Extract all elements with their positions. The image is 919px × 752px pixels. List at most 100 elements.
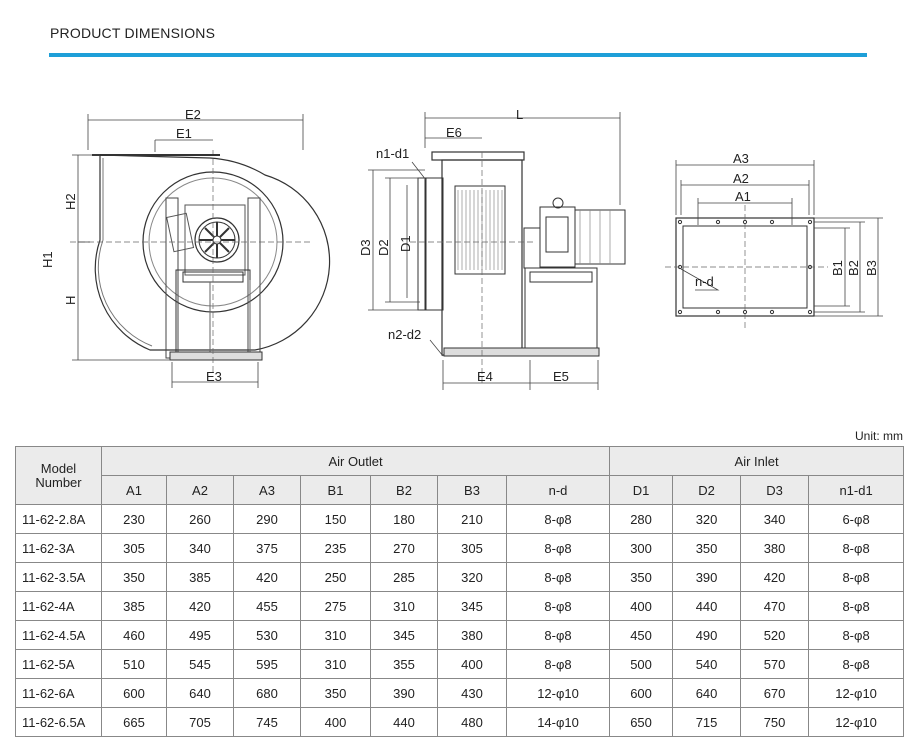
table-cell: 470 — [740, 591, 810, 621]
column-header-b3: B3 — [437, 475, 507, 505]
table-cell: 400 — [609, 591, 674, 621]
table-cell: 750 — [740, 707, 810, 737]
label-d2: D2 — [376, 239, 391, 256]
label-d1: D1 — [398, 235, 413, 252]
table-cell: 390 — [370, 678, 438, 708]
label-h1: H1 — [40, 251, 55, 268]
table-cell: 12-φ10 — [505, 678, 611, 708]
table-cell: 180 — [370, 504, 438, 534]
air-inlet-header: Air Inlet — [609, 446, 905, 476]
table-cell: 305 — [101, 533, 167, 563]
table-cell: 420 — [166, 591, 234, 621]
label-e3: E3 — [206, 369, 222, 384]
table-cell: 570 — [740, 649, 810, 679]
label-l: L — [516, 107, 523, 122]
table-cell: 450 — [609, 620, 674, 650]
table-cell: 650 — [609, 707, 674, 737]
column-header-d1: D1 — [609, 475, 674, 505]
table-cell: 275 — [300, 591, 371, 621]
table-cell: 380 — [437, 620, 507, 650]
label-h2: H2 — [63, 193, 78, 210]
table-cell: 495 — [166, 620, 234, 650]
column-header-n1-d1: n1-d1 — [808, 475, 905, 505]
table-cell: 745 — [233, 707, 301, 737]
dimension-drawings: E2 E1 E3 H1 H2 H L E6 n1 — [40, 107, 883, 390]
table-cell: 530 — [233, 620, 301, 650]
table-cell: 285 — [370, 562, 438, 592]
label-e1: E1 — [176, 126, 192, 141]
table-cell: 385 — [101, 591, 167, 621]
table-cell: 705 — [166, 707, 234, 737]
table-cell: 680 — [233, 678, 301, 708]
table-cell: 500 — [609, 649, 674, 679]
table-cell: 385 — [166, 562, 234, 592]
table-cell: 8-φ8 — [505, 591, 611, 621]
table-cell: 320 — [672, 504, 742, 534]
column-header-d2: D2 — [672, 475, 742, 505]
table-cell: 355 — [370, 649, 438, 679]
table-cell: 665 — [101, 707, 167, 737]
table-cell: 280 — [609, 504, 674, 534]
table-cell: 8-φ8 — [505, 504, 611, 534]
table-cell: 310 — [300, 620, 371, 650]
label-a1: A1 — [735, 189, 751, 204]
label-e5: E5 — [553, 369, 569, 384]
table-cell: 350 — [300, 678, 371, 708]
table-cell: 6-φ8 — [808, 504, 905, 534]
table-cell: 460 — [101, 620, 167, 650]
table-cell: 340 — [166, 533, 234, 563]
model-cell: 11-62-3.5A — [15, 562, 102, 592]
label-a3: A3 — [733, 151, 749, 166]
label-b1: B1 — [830, 260, 845, 276]
table-cell: 14-φ10 — [505, 707, 611, 737]
model-cell: 11-62-4A — [15, 591, 102, 621]
label-n1-d1: n1-d1 — [376, 146, 409, 161]
table-cell: 540 — [672, 649, 742, 679]
label-h: H — [63, 296, 78, 305]
table-cell: 8-φ8 — [808, 591, 905, 621]
table-cell: 350 — [101, 562, 167, 592]
table-cell: 375 — [233, 533, 301, 563]
table-cell: 345 — [437, 591, 507, 621]
page-title: PRODUCT DIMENSIONS — [50, 25, 216, 41]
table-cell: 520 — [740, 620, 810, 650]
model-cell: 11-62-6.5A — [15, 707, 102, 737]
table-cell: 345 — [370, 620, 438, 650]
table-cell: 8-φ8 — [808, 620, 905, 650]
table-cell: 305 — [437, 533, 507, 563]
table-cell: 12-φ10 — [808, 707, 905, 737]
side-view-drawing — [368, 112, 626, 390]
unit-label: Unit: mm — [855, 429, 903, 443]
table-cell: 340 — [740, 504, 810, 534]
label-e2: E2 — [185, 107, 201, 122]
table-cell: 210 — [437, 504, 507, 534]
table-cell: 640 — [672, 678, 742, 708]
table-cell: 390 — [672, 562, 742, 592]
table-cell: 12-φ10 — [808, 678, 905, 708]
table-cell: 320 — [437, 562, 507, 592]
table-cell: 400 — [300, 707, 371, 737]
table-cell: 260 — [166, 504, 234, 534]
model-number-header: Model Number — [15, 446, 102, 505]
table-cell: 8-φ8 — [808, 562, 905, 592]
label-d3: D3 — [358, 239, 373, 256]
table-cell: 640 — [166, 678, 234, 708]
model-cell: 11-62-5A — [15, 649, 102, 679]
model-cell: 11-62-2.8A — [15, 504, 102, 534]
table-cell: 350 — [609, 562, 674, 592]
label-n2-d2: n2-d2 — [388, 327, 421, 342]
table-cell: 380 — [740, 533, 810, 563]
column-header-a2: A2 — [166, 475, 234, 505]
table-cell: 8-φ8 — [505, 533, 611, 563]
air-outlet-header: Air Outlet — [100, 446, 611, 476]
column-header-b2: B2 — [370, 475, 438, 505]
column-header-d3: D3 — [740, 475, 810, 505]
